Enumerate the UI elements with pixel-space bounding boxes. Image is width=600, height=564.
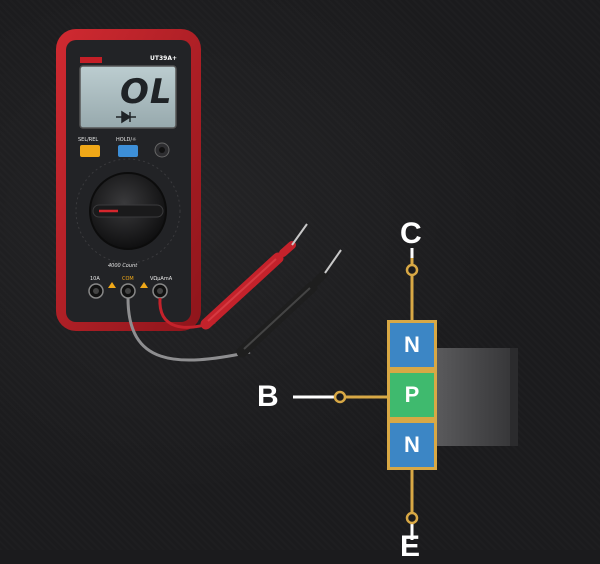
count-label: 4000 Count [108, 263, 138, 269]
transistor-heatsink [437, 348, 518, 446]
sel-rel-button[interactable] [80, 145, 100, 157]
base-node [333, 390, 347, 404]
hold-label: HOLD/☼ [116, 137, 137, 143]
dial-scale [75, 158, 181, 264]
dial-knob-grip [92, 204, 164, 218]
black-probe[interactable] [236, 249, 342, 358]
lcd-reading: OL [120, 72, 173, 112]
lcd-screen [79, 65, 177, 129]
test-leads [126, 223, 342, 362]
warning-icon [140, 282, 148, 288]
brand-badge [80, 57, 102, 63]
collector-label: C [400, 217, 422, 250]
sel-rel-label: SEL/REL [78, 137, 99, 143]
emitter-label: E [400, 530, 421, 563]
n-layer-bottom: N [387, 420, 437, 470]
scene [56, 29, 518, 540]
input-jacks [88, 282, 168, 299]
red-probe[interactable] [200, 223, 308, 330]
emitter-node [405, 511, 419, 525]
hold-button[interactable] [118, 145, 138, 157]
warning-icon [108, 282, 116, 288]
collector-node [405, 263, 419, 277]
p-layer: P [387, 370, 437, 420]
jack-com-label: COM [122, 276, 134, 282]
base-label: B [257, 380, 279, 413]
n-layer-top: N [387, 320, 437, 370]
jack-10a-label: 10A [90, 276, 100, 282]
multimeter [56, 29, 201, 331]
jack-vohm-label: VΩμAmA [150, 276, 173, 282]
multimeter-model: UT39A+ [150, 55, 177, 62]
diode-symbol-icon [116, 110, 136, 124]
black-lead-cable [126, 297, 251, 362]
